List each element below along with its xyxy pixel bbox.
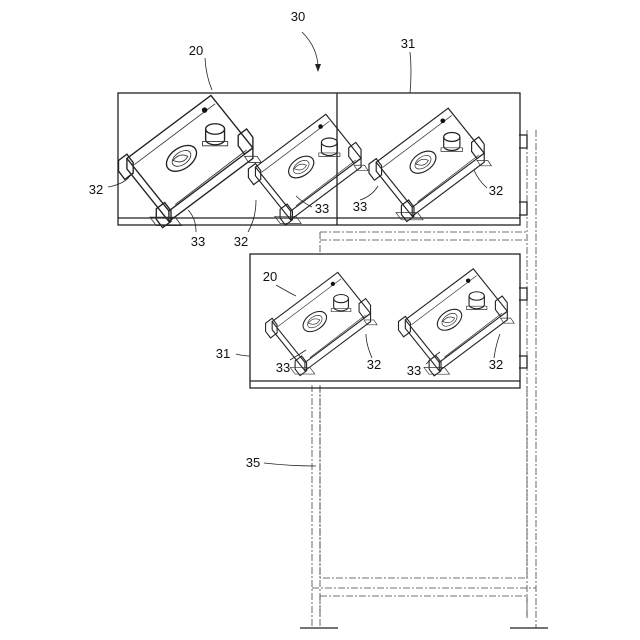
battery-unit-upper-1 [119,95,262,227]
label-31-left: 31 [216,346,230,361]
battery-unit-upper-2 [248,114,368,225]
label-33-e: 33 [407,363,421,378]
label-32-e: 32 [489,357,503,372]
label-33-a: 33 [191,234,205,249]
label-32-c: 32 [489,183,503,198]
leader-lines [108,32,500,466]
label-20-bottom: 20 [263,269,277,284]
label-35: 35 [246,455,260,470]
reference-labels: 30 20 31 32 33 32 33 33 32 20 31 33 32 3… [89,9,503,470]
label-32-a: 32 [89,182,103,197]
label-32-d: 32 [367,357,381,372]
label-33-d: 33 [276,360,290,375]
label-33-c: 33 [353,199,367,214]
label-31-top: 31 [401,36,415,51]
label-30: 30 [291,9,305,24]
battery-unit-upper-3 [369,108,491,221]
label-33-b: 33 [315,201,329,216]
label-20-top: 20 [189,43,203,58]
label-32-b: 32 [234,234,248,249]
